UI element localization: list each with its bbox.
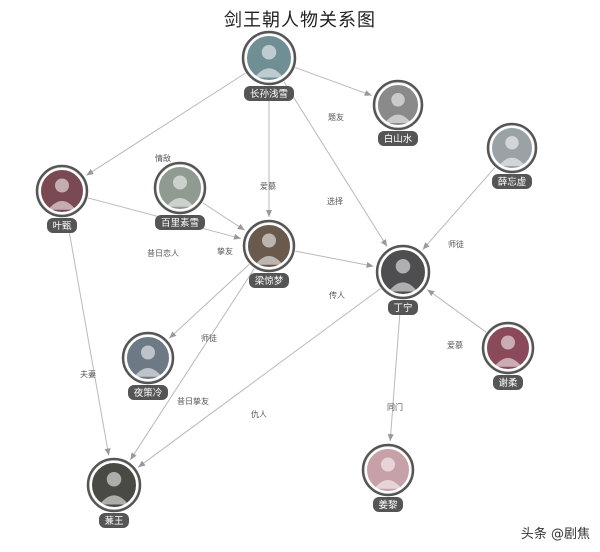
edge-label: 情敌 xyxy=(155,153,171,163)
node-label: 梁惊梦 xyxy=(255,275,284,287)
node-label-badge xyxy=(155,215,205,230)
edge-changsun-ye xyxy=(86,72,246,176)
edge-baili-liang xyxy=(202,202,245,231)
edge-liang-jiangwang xyxy=(129,268,255,461)
edge-label: 师徒 xyxy=(448,239,464,249)
person-icon xyxy=(141,345,155,360)
node-changsun[interactable]: 长孙浅雪 xyxy=(241,30,297,101)
edge-label: 仇人 xyxy=(251,409,267,419)
node-label-badge xyxy=(47,218,77,233)
person-icon xyxy=(374,480,402,489)
node-jiangwang[interactable]: 蒹王 xyxy=(86,457,142,528)
node-label-badge xyxy=(388,300,418,315)
node-label-badge xyxy=(492,174,532,189)
node-label-badge xyxy=(378,131,418,146)
edge-label: 传人 xyxy=(329,290,345,300)
edge-xue-ding xyxy=(422,167,496,250)
node-ye[interactable]: 叶甄 xyxy=(35,164,89,233)
node-label: 蒹王 xyxy=(104,515,124,527)
node-label-badge xyxy=(99,513,129,528)
person-icon xyxy=(381,457,395,472)
node-label: 谢柔 xyxy=(498,377,518,389)
node-label-badge xyxy=(493,375,523,390)
node-label: 百里素雪 xyxy=(161,217,199,229)
person-icon xyxy=(48,201,76,210)
edge-changsun-ding xyxy=(283,81,388,247)
person-icon xyxy=(395,259,411,274)
node-label-badge xyxy=(244,86,294,101)
edge-label: 师徒 xyxy=(201,333,217,343)
node-xierou[interactable]: 谢柔 xyxy=(481,321,535,390)
edge-ding-jiangli xyxy=(387,299,402,442)
node-label-badge xyxy=(373,497,403,512)
edge-changsun-bai xyxy=(295,67,372,96)
node-label: 长孙浅雪 xyxy=(250,88,288,100)
edge-label: 夫妻 xyxy=(80,369,96,379)
node-label: 夜策冷 xyxy=(134,387,163,399)
node-yece[interactable]: 夜策冷 xyxy=(121,331,175,400)
person-icon xyxy=(261,45,277,60)
person-icon xyxy=(262,233,276,248)
edge-label: 选择 xyxy=(327,196,343,206)
node-label-badge xyxy=(249,273,289,288)
edge-xierou-ding xyxy=(427,289,487,333)
person-icon xyxy=(254,68,284,78)
edge-ding-jiangwang xyxy=(137,288,381,468)
node-jiangli[interactable]: 姜黎 xyxy=(361,443,415,512)
edge-liang-yece xyxy=(168,263,250,339)
person-icon xyxy=(501,335,515,350)
person-icon xyxy=(255,256,283,265)
watermark: 头条 @剧焦 xyxy=(520,527,590,542)
diagram-title: 剑王朝人物关系图 xyxy=(224,10,376,31)
node-ding[interactable]: 丁宁 xyxy=(375,244,431,315)
edge-label: 昔日挚友 xyxy=(177,396,209,406)
node-label: 薛忘虚 xyxy=(498,176,527,188)
person-icon xyxy=(55,178,69,193)
person-icon xyxy=(106,472,122,487)
edge-label: 题友 xyxy=(328,112,344,122)
person-icon xyxy=(498,157,526,166)
node-label: 白山水 xyxy=(384,133,413,145)
node-label: 姜黎 xyxy=(378,499,398,511)
node-label: 叶甄 xyxy=(52,221,72,232)
node-liang[interactable]: 梁惊梦 xyxy=(242,219,296,288)
edge-label: 爱慕 xyxy=(447,340,463,350)
edge-label: 爱慕 xyxy=(260,181,276,191)
person-icon xyxy=(391,93,405,107)
person-icon xyxy=(99,495,129,505)
edge-liang-ding xyxy=(295,250,374,268)
node-baili[interactable]: 百里素雪 xyxy=(153,161,207,230)
edge-label: 同门 xyxy=(387,402,403,412)
edge-label: 挚友 xyxy=(217,246,233,256)
node-xue[interactable]: 薛忘虚 xyxy=(486,122,538,189)
person-icon xyxy=(173,175,187,190)
person-icon xyxy=(166,198,194,207)
edge-labels-layer: 题友情敌爱慕选择昔日恋人挚友传人师徒师徒夫妻昔日挚友仇人爱慕同门 xyxy=(80,112,464,419)
person-icon xyxy=(384,114,412,123)
edges-layer xyxy=(66,67,496,468)
person-icon xyxy=(134,368,162,377)
node-label-badge xyxy=(128,385,168,400)
edge-label: 昔日恋人 xyxy=(147,248,179,258)
person-icon xyxy=(388,282,418,292)
node-bai[interactable]: 白山水 xyxy=(372,79,424,146)
node-label: 丁宁 xyxy=(393,302,412,314)
person-icon xyxy=(494,358,522,367)
person-icon xyxy=(505,136,519,150)
edge-ye-jiangwang xyxy=(66,217,111,456)
